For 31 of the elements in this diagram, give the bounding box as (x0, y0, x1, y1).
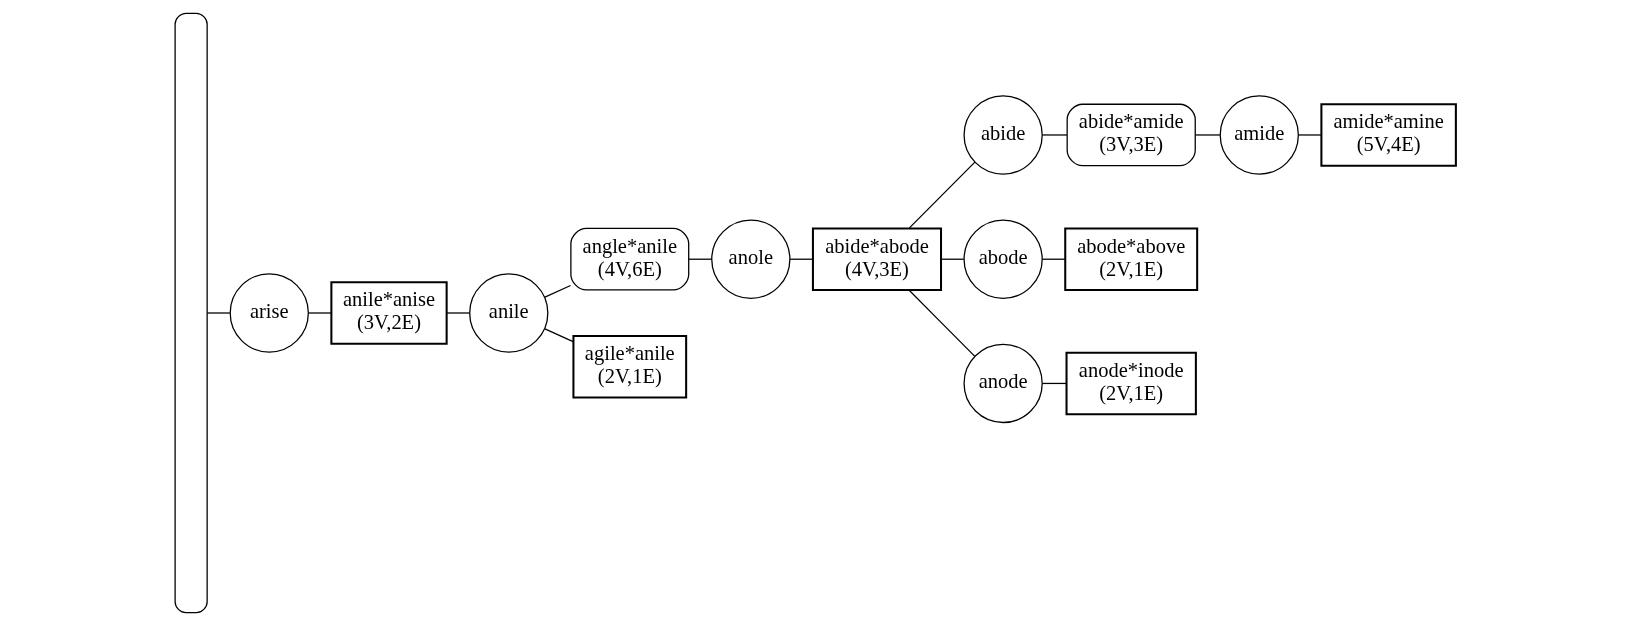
connector (688, 258, 713, 260)
node-circle: amide (1219, 95, 1299, 175)
node-box: abode*above (2V,1E) (1064, 227, 1199, 291)
connector (789, 258, 814, 260)
connector (1194, 134, 1221, 136)
connector (1041, 382, 1067, 385)
connector (1297, 134, 1322, 136)
node-box: anile*anise (3V,2E) (330, 281, 448, 345)
connector (544, 328, 574, 343)
node-bar (174, 12, 208, 614)
connector (307, 312, 332, 314)
connector (206, 312, 231, 314)
connector (908, 289, 976, 357)
node-box: amide*amine (5V,4E) (1320, 103, 1457, 167)
node-circle: anode (963, 343, 1043, 424)
node-box: anode*inode (2V,1E) (1065, 351, 1197, 416)
node-box: abide*amide (3V,3E) (1066, 103, 1196, 167)
connector (446, 312, 471, 314)
connector (1041, 258, 1066, 260)
node-circle: abode (963, 219, 1043, 299)
node-circle: abide (963, 95, 1043, 175)
connector (908, 161, 976, 229)
node-circle: anile (469, 273, 549, 353)
connector (940, 258, 965, 260)
connector (1041, 134, 1068, 136)
node-box: angle*anile (4V,6E) (570, 227, 690, 291)
connector (544, 284, 572, 298)
node-box: agile*anile (2V,1E) (572, 335, 688, 399)
node-circle: anole (711, 219, 791, 299)
node-box: abide*abode (4V,3E) (811, 227, 943, 291)
node-circle: arise (229, 273, 309, 353)
